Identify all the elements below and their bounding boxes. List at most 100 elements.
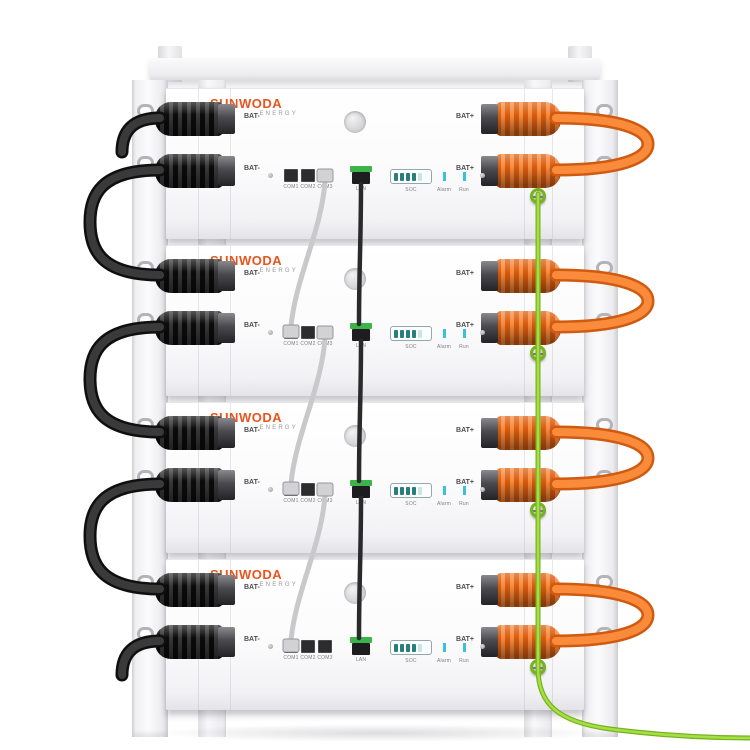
connector-collar bbox=[218, 418, 235, 448]
connector-collar bbox=[218, 104, 235, 134]
com3-label: COM3 bbox=[317, 655, 333, 661]
run-led bbox=[463, 486, 466, 495]
run-label: Run bbox=[459, 658, 469, 664]
cable-clip bbox=[596, 627, 613, 641]
alarm-label: Alarm bbox=[436, 658, 452, 664]
brand-subtitle: ENERGY bbox=[259, 268, 298, 274]
cable-clip bbox=[596, 313, 613, 327]
soc-indicator bbox=[390, 326, 432, 341]
soc-bar bbox=[406, 643, 410, 652]
brand-subtitle: ENERGY bbox=[259, 425, 298, 431]
connector-collar bbox=[481, 418, 498, 448]
soc-bar bbox=[412, 486, 416, 495]
connector-collar bbox=[481, 156, 498, 186]
lan-label: LAN bbox=[355, 657, 367, 663]
com1-port bbox=[284, 640, 298, 653]
bat-plus-connector-lower bbox=[481, 154, 561, 188]
bat-plus-label: BAT+ bbox=[456, 270, 474, 277]
lifting-hole bbox=[344, 425, 366, 447]
soc-bar bbox=[412, 172, 416, 181]
com3-label: COM3 bbox=[317, 184, 333, 190]
cable-clip bbox=[596, 261, 613, 275]
soc-bar bbox=[418, 486, 422, 495]
cable-clip bbox=[596, 470, 613, 484]
soc-indicator bbox=[390, 483, 432, 498]
bat-minus-label: BAT- bbox=[244, 427, 260, 434]
panel-screw bbox=[268, 173, 273, 178]
run-label: Run bbox=[459, 187, 469, 193]
bat-minus-connector-upper bbox=[155, 573, 235, 607]
connector-collar bbox=[218, 627, 235, 657]
brand-subtitle: ENERGY bbox=[259, 582, 298, 588]
lan-port bbox=[352, 486, 370, 498]
com1-port bbox=[284, 483, 298, 496]
soc-bar bbox=[418, 329, 422, 338]
bat-plus-label: BAT+ bbox=[456, 584, 474, 591]
ground-screw bbox=[530, 660, 546, 676]
lifting-hole bbox=[344, 582, 366, 604]
run-led bbox=[463, 329, 466, 338]
soc-label: SOC bbox=[405, 658, 417, 664]
cable-clip bbox=[137, 418, 154, 432]
panel-screw bbox=[480, 173, 485, 178]
bat-minus-connector-lower bbox=[155, 154, 235, 188]
alarm-led bbox=[443, 329, 446, 338]
bat-plus-connector-upper bbox=[481, 416, 561, 450]
cable-clip bbox=[596, 575, 613, 589]
soc-bar bbox=[394, 643, 398, 652]
alarm-led bbox=[443, 172, 446, 181]
alarm-label: Alarm bbox=[436, 501, 452, 507]
alarm-led bbox=[443, 486, 446, 495]
connector-collar bbox=[218, 156, 235, 186]
run-label: Run bbox=[459, 501, 469, 507]
cable-clip bbox=[137, 627, 154, 641]
lan-label: LAN bbox=[355, 186, 367, 192]
com2-port bbox=[301, 326, 315, 339]
connector-collar bbox=[481, 470, 498, 500]
bat-minus-label: BAT- bbox=[244, 113, 260, 120]
bat-minus-connector-lower bbox=[155, 625, 235, 659]
soc-bar bbox=[406, 329, 410, 338]
soc-bar bbox=[406, 486, 410, 495]
connector-collar bbox=[481, 575, 498, 605]
lan-port bbox=[352, 329, 370, 341]
run-label: Run bbox=[459, 344, 469, 350]
cable-clip bbox=[596, 104, 613, 118]
panel-screw bbox=[268, 644, 273, 649]
panel-screw bbox=[268, 487, 273, 492]
battery-module: SUNWODA ENERGY BAT- BAT- BAT+ BAT+ COM1 … bbox=[137, 402, 613, 553]
com2-port bbox=[301, 483, 315, 496]
lan-port bbox=[352, 643, 370, 655]
run-led bbox=[463, 643, 466, 652]
soc-bar bbox=[412, 643, 416, 652]
cable-clip bbox=[137, 575, 154, 589]
cable-clip bbox=[137, 313, 154, 327]
connector-collar bbox=[481, 261, 498, 291]
bat-plus-label: BAT+ bbox=[456, 427, 474, 434]
connector-collar bbox=[218, 470, 235, 500]
bat-minus-label: BAT- bbox=[244, 636, 260, 643]
soc-bar bbox=[412, 329, 416, 338]
bat-plus-label: BAT+ bbox=[456, 479, 474, 486]
bat-plus-connector-lower bbox=[481, 625, 561, 659]
bat-minus-connector-lower bbox=[155, 468, 235, 502]
panel-screw bbox=[480, 330, 485, 335]
alarm-label: Alarm bbox=[436, 187, 452, 193]
bat-plus-label: BAT+ bbox=[456, 636, 474, 643]
soc-bar bbox=[400, 329, 404, 338]
brand-subtitle: ENERGY bbox=[259, 111, 298, 117]
com3-port bbox=[318, 169, 332, 182]
soc-label: SOC bbox=[405, 187, 417, 193]
alarm-led bbox=[443, 643, 446, 652]
bat-plus-connector-lower bbox=[481, 468, 561, 502]
alarm-label: Alarm bbox=[436, 344, 452, 350]
com2-label: COM2 bbox=[300, 655, 316, 661]
battery-module: SUNWODA ENERGY BAT- BAT- BAT+ BAT+ COM1 … bbox=[137, 88, 613, 239]
soc-label: SOC bbox=[405, 344, 417, 350]
connector-collar bbox=[218, 261, 235, 291]
floor-shadow bbox=[150, 724, 610, 742]
lan-port bbox=[352, 172, 370, 184]
soc-bar bbox=[394, 329, 398, 338]
bat-plus-label: BAT+ bbox=[456, 322, 474, 329]
